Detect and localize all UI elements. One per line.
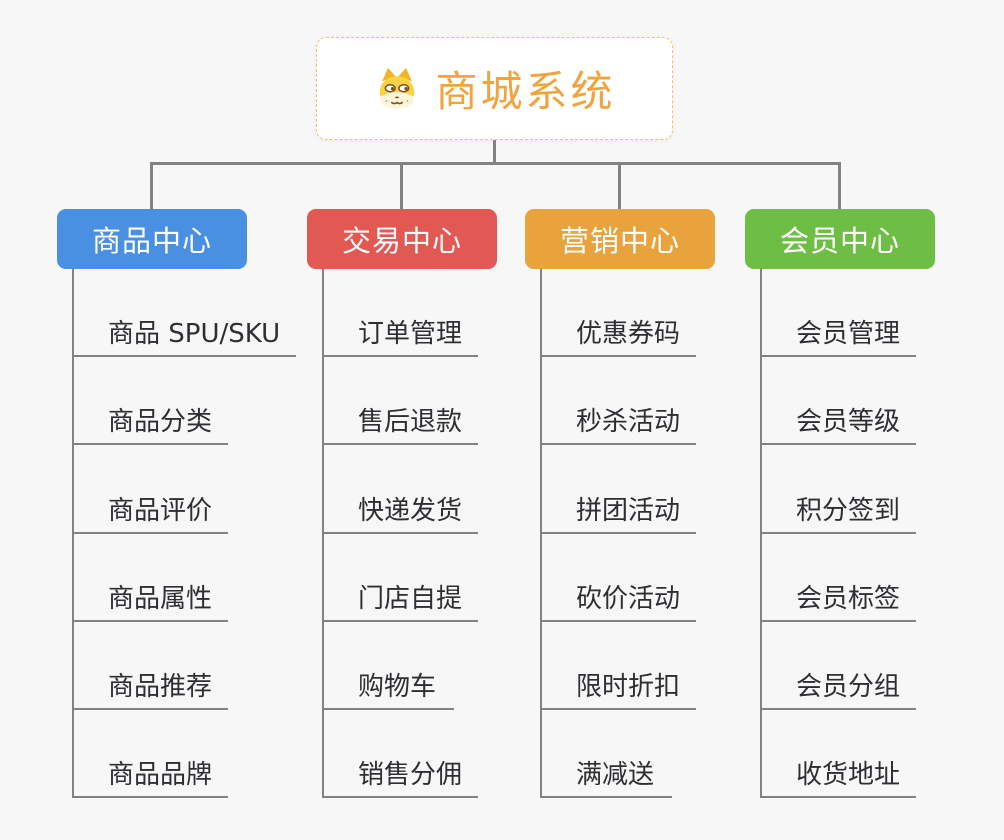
leaf-item[interactable]: 商品推荐	[74, 622, 229, 710]
branch-node-marketing[interactable]: 营销中心	[525, 209, 715, 269]
connector-drop-marketing	[618, 162, 621, 210]
branch-node-product[interactable]: 商品中心	[57, 209, 247, 269]
leaf-item[interactable]: 会员等级	[762, 357, 917, 446]
leaf-item[interactable]: 订单管理	[324, 269, 479, 358]
leaf-item[interactable]: 会员分组	[762, 622, 917, 710]
leaf-item[interactable]: 会员标签	[762, 534, 917, 622]
leaf-list-trade: 订单管理 售后退款 快递发货 门店自提 购物车 销售分佣	[322, 269, 479, 799]
connector-drop-member	[838, 162, 841, 210]
leaf-item[interactable]: 商品 SPU/SKU	[74, 269, 297, 358]
branch-column-member: 会员中心 会员管理 会员等级 积分签到 会员标签 会员分组 收货地址	[745, 209, 935, 799]
leaf-item[interactable]: 销售分佣	[324, 710, 479, 799]
root-title: 商城系统	[435, 67, 616, 116]
leaf-item[interactable]: 商品分类	[74, 357, 229, 446]
leaf-item[interactable]: 快递发货	[324, 445, 479, 534]
leaf-list-member: 会员管理 会员等级 积分签到 会员标签 会员分组 收货地址	[760, 269, 917, 799]
leaf-item[interactable]: 商品评价	[74, 445, 229, 534]
branch-column-product: 商品中心 商品 SPU/SKU 商品分类 商品评价 商品属性 商品推荐 商品品牌	[57, 209, 297, 799]
connector-drop-product	[150, 162, 153, 210]
leaf-item[interactable]: 满减送	[542, 710, 672, 799]
branch-column-trade: 交易中心 订单管理 售后退款 快递发货 门店自提 购物车 销售分佣	[307, 209, 497, 799]
leaf-item[interactable]: 秒杀活动	[542, 357, 697, 446]
connector-bus	[150, 162, 840, 165]
leaf-item[interactable]: 门店自提	[324, 534, 479, 622]
connector-drop-trade	[400, 162, 403, 210]
connector-root-stem	[493, 140, 496, 165]
branch-node-trade[interactable]: 交易中心	[307, 209, 497, 269]
leaf-item[interactable]: 收货地址	[762, 710, 917, 799]
leaf-item[interactable]: 售后退款	[324, 357, 479, 446]
leaf-item[interactable]: 优惠券码	[542, 269, 697, 358]
branch-node-member[interactable]: 会员中心	[745, 209, 935, 269]
leaf-item[interactable]: 商品品牌	[74, 710, 229, 799]
leaf-list-product: 商品 SPU/SKU 商品分类 商品评价 商品属性 商品推荐 商品品牌	[72, 269, 297, 799]
leaf-item[interactable]: 会员管理	[762, 269, 917, 358]
leaf-item[interactable]: 购物车	[324, 622, 454, 710]
leaf-item[interactable]: 拼团活动	[542, 445, 697, 534]
root-node[interactable]: 商城系统	[316, 37, 673, 140]
leaf-list-marketing: 优惠券码 秒杀活动 拼团活动 砍价活动 限时折扣 满减送	[540, 269, 697, 799]
leaf-item[interactable]: 商品属性	[74, 534, 229, 622]
dog-icon	[373, 65, 421, 113]
branch-column-marketing: 营销中心 优惠券码 秒杀活动 拼团活动 砍价活动 限时折扣 满减送	[525, 209, 715, 799]
leaf-item[interactable]: 积分签到	[762, 445, 917, 534]
leaf-item[interactable]: 限时折扣	[542, 622, 697, 710]
leaf-item[interactable]: 砍价活动	[542, 534, 697, 622]
